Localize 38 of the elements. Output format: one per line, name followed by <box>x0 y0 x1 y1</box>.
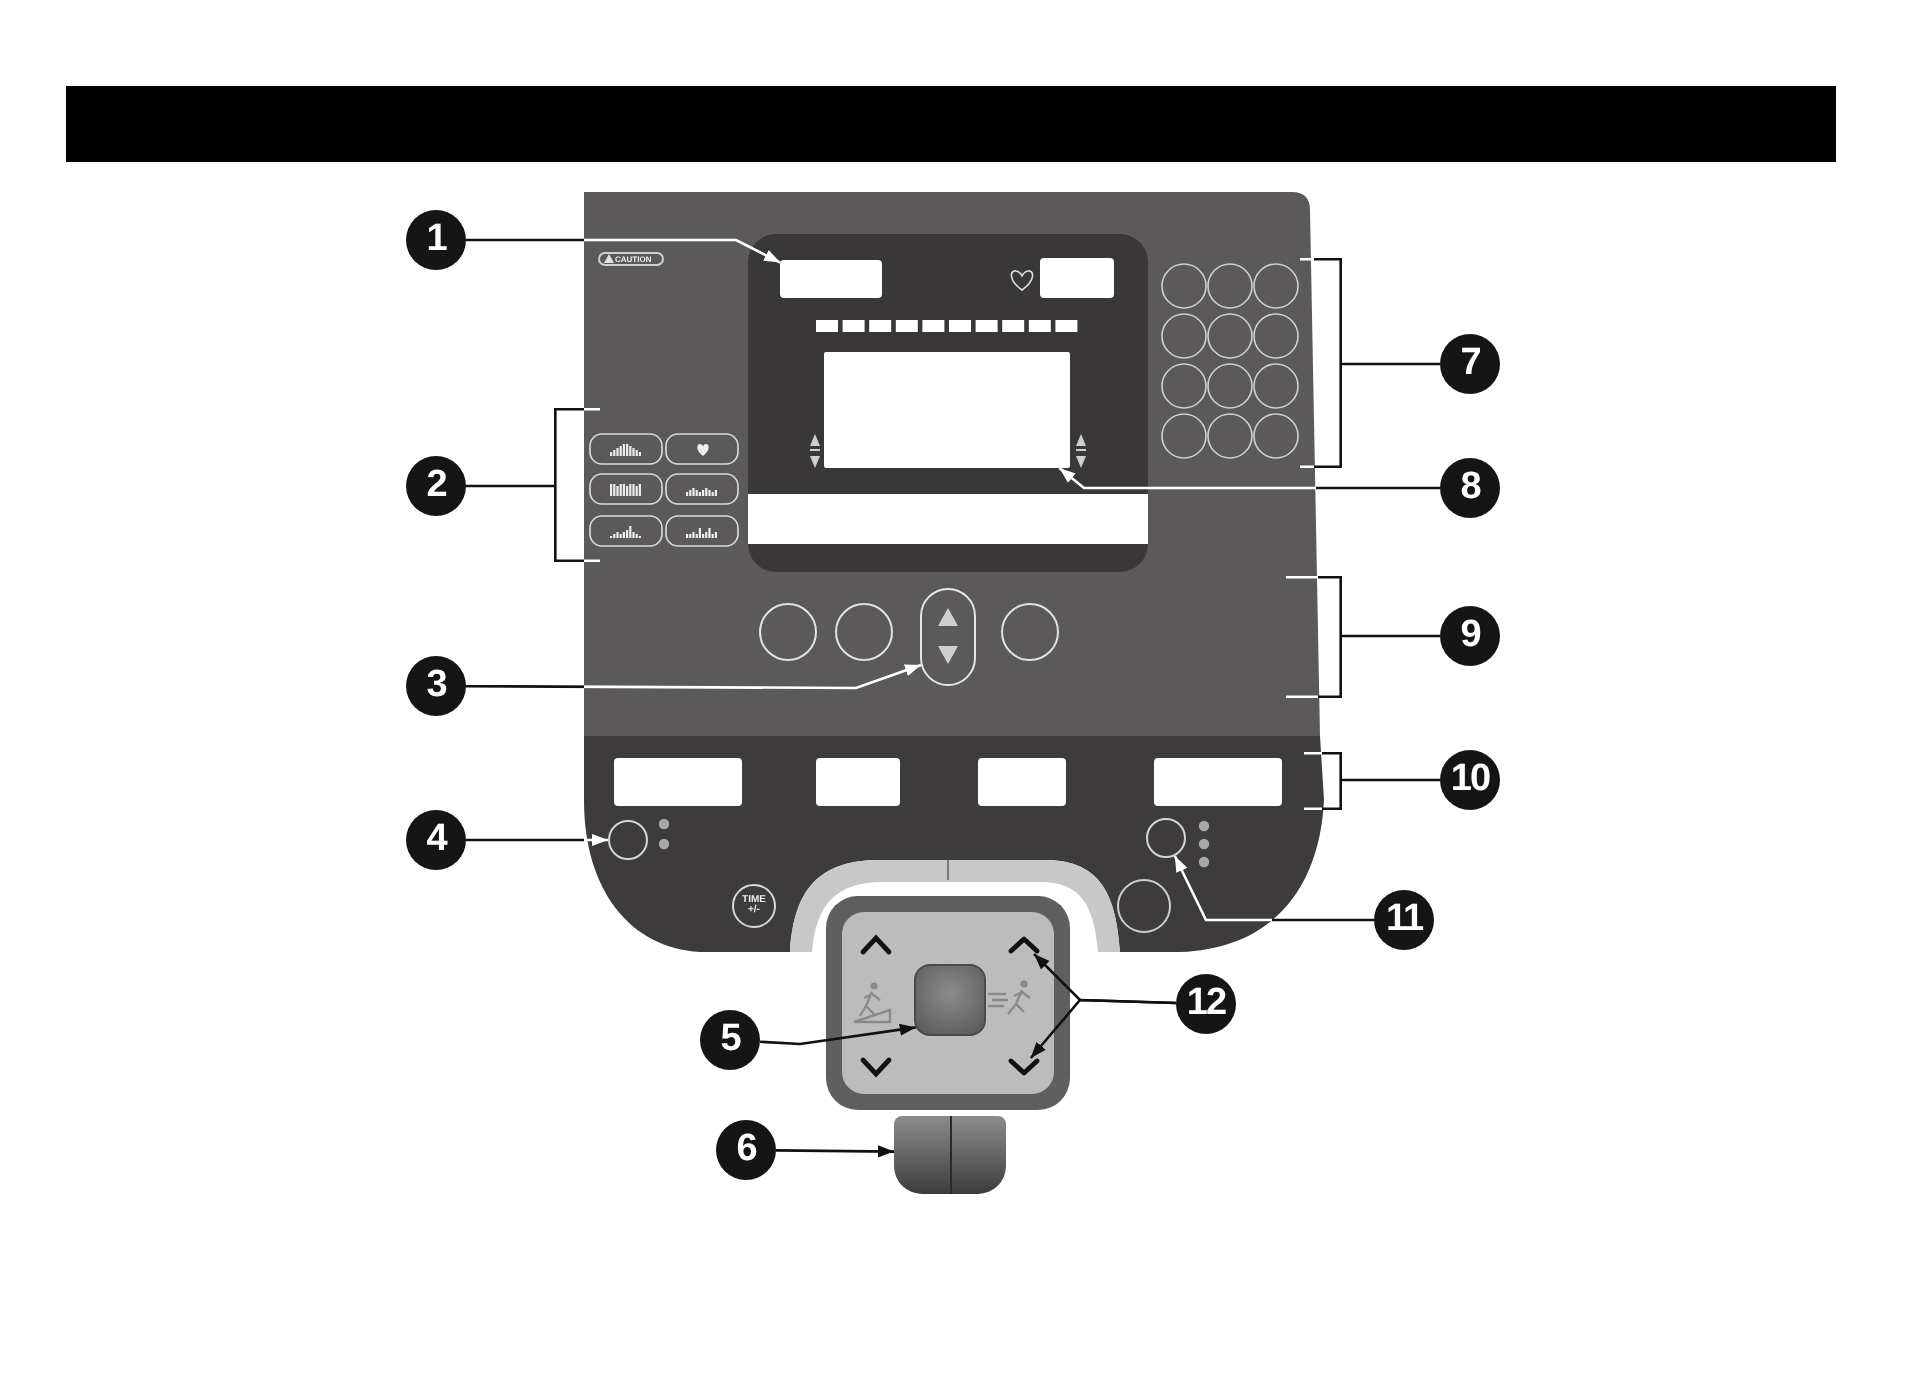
leader-line <box>1029 998 1177 1059</box>
up-down-button <box>920 588 976 686</box>
callout-number: 8 <box>1440 458 1500 518</box>
bracket <box>554 408 600 562</box>
callout-number: 1 <box>406 210 466 270</box>
callout-number: 6 <box>716 1120 776 1180</box>
leader-line <box>776 1145 894 1158</box>
callout-number: 2 <box>406 456 466 516</box>
callout-number: 3 <box>406 656 466 716</box>
bracket <box>1304 752 1342 810</box>
leader-line <box>1173 855 1374 922</box>
main-display <box>824 352 1070 468</box>
stop-paddle <box>894 1116 1006 1194</box>
leader-line <box>466 833 608 847</box>
leader-line <box>466 484 554 488</box>
leader-line <box>466 238 781 264</box>
center-button <box>914 964 986 1036</box>
bracket <box>1286 576 1342 698</box>
leader-line <box>1342 634 1440 638</box>
leader-line <box>759 1023 916 1046</box>
up-chevron-icon <box>1008 936 1040 954</box>
round-button <box>608 820 648 860</box>
leader-line <box>1058 467 1440 490</box>
bracket <box>1300 258 1342 468</box>
callout-number: 5 <box>700 1010 760 1070</box>
leader-line <box>466 663 922 690</box>
callout-number: 4 <box>406 810 466 870</box>
callout-number: 7 <box>1440 334 1500 394</box>
callout-number: 11 <box>1374 890 1434 950</box>
callout-number: 9 <box>1440 606 1500 666</box>
round-button <box>1146 818 1186 858</box>
callout-number: 10 <box>1440 750 1500 810</box>
display-window <box>780 260 882 298</box>
caution-decal <box>598 252 664 266</box>
leader-line <box>1342 362 1440 366</box>
leader-line <box>1342 778 1440 782</box>
callout-number: 12 <box>1176 974 1236 1034</box>
down-chevron-icon <box>1008 1058 1040 1076</box>
